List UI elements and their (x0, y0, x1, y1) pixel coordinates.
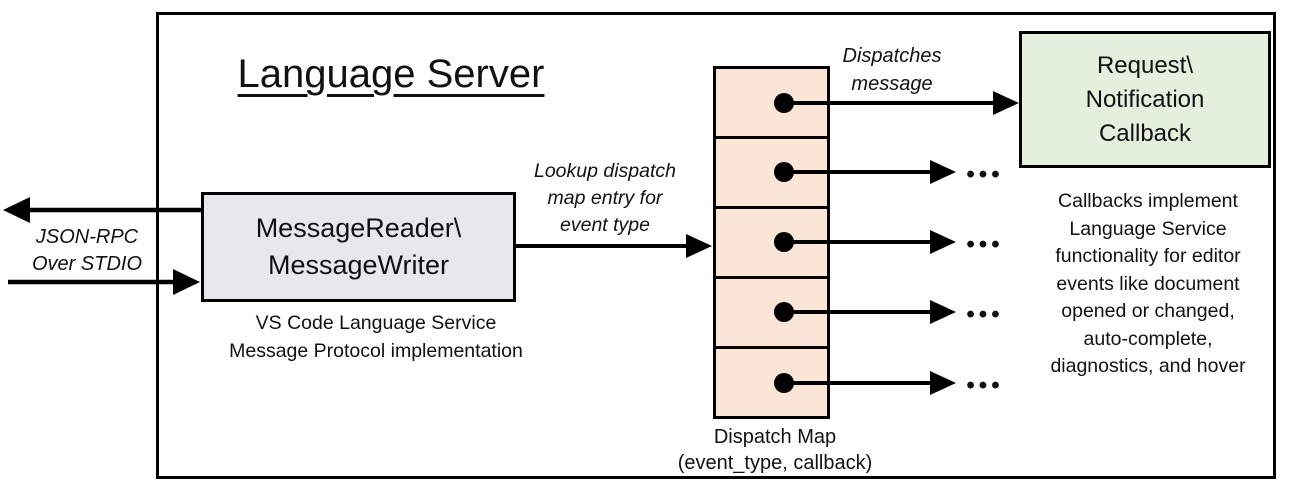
ellipsis-icon: ••• (966, 372, 1004, 399)
dispatch-map-cell (716, 349, 827, 416)
dispatch-map (713, 66, 830, 419)
request-notification-callback-box: Request\ Notification Callback (1019, 31, 1271, 168)
dispatch-map-cell (716, 139, 827, 209)
ellipsis-icon: ••• (966, 231, 1004, 258)
message-reader-writer-box: MessageReader\ MessageWriter (201, 192, 516, 302)
ellipsis-icon: ••• (966, 301, 1004, 328)
dispatch-map-caption: Dispatch Map (event_type, callback) (677, 426, 873, 474)
reader-box-caption: VS Code Language Service Message Protoco… (229, 312, 523, 362)
json-rpc-stdio-label: JSON-RPC Over STDIO (31, 226, 142, 275)
callbacks-note: Callbacks implement Language Service fun… (1050, 190, 1246, 377)
ellipsis-icon: ••• (966, 161, 1004, 188)
dispatch-map-cell (716, 209, 827, 279)
lookup-dispatch-label: Lookup dispatch map entry for event type (533, 160, 677, 236)
dispatches-message-label: Dispatches message (842, 45, 942, 95)
diagram-title: Language Server (237, 52, 545, 96)
dispatch-map-cell (716, 279, 827, 349)
dispatch-map-cell (716, 69, 827, 139)
